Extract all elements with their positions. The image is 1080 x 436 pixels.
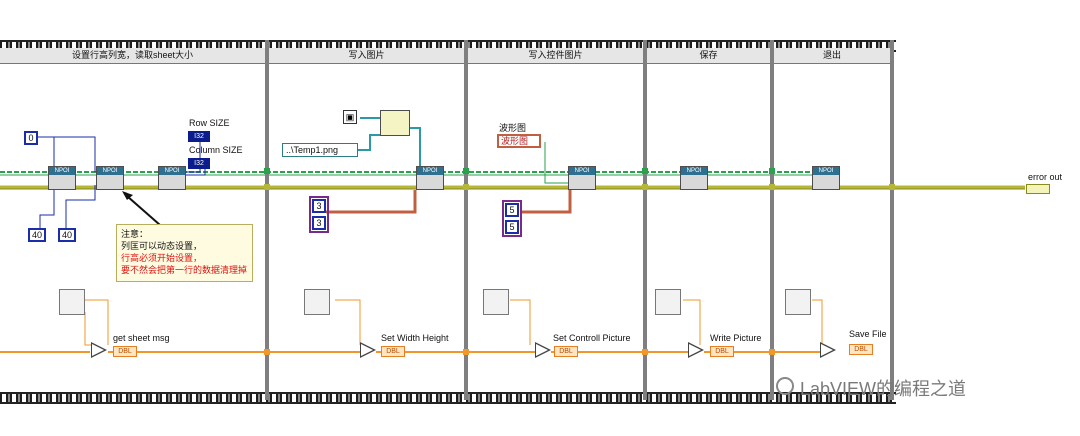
- timer-label-4: Write Picture: [710, 333, 762, 343]
- tunnel: [642, 349, 648, 355]
- note-line-4: 要不然会把第一行的数据清理掉: [121, 265, 248, 275]
- npoi-close-node[interactable]: NPOI: [812, 166, 840, 190]
- timer-label-1: get sheet msg: [113, 333, 170, 343]
- frame-bottom-border: [0, 392, 896, 404]
- frame-divider-1: [265, 40, 269, 400]
- numeric-constant-three-a[interactable]: 3: [312, 199, 326, 213]
- numeric-constant-zero[interactable]: 0: [24, 131, 38, 145]
- frame-divider-3: [643, 40, 647, 400]
- frame-header-5[interactable]: 退出: [774, 48, 890, 64]
- tunnel: [642, 168, 648, 174]
- npoi-save-file-node[interactable]: NPOI: [680, 166, 708, 190]
- npoi-set-column-width-node[interactable]: NPOI: [48, 166, 76, 190]
- frame-divider-5: [890, 40, 894, 400]
- frame-header-3[interactable]: 写入控件图片: [468, 48, 643, 64]
- stopwatch-icon[interactable]: [655, 289, 681, 315]
- dbl-indicator-2[interactable]: DBL: [381, 346, 405, 357]
- file-constant-icon[interactable]: ▣: [343, 110, 357, 124]
- note-line-2: 列匡可以动态设置，: [121, 241, 203, 251]
- numeric-constant-forty-b[interactable]: 40: [58, 228, 76, 242]
- tunnel: [769, 184, 775, 190]
- tunnel: [889, 184, 895, 190]
- note-comment: 注意： 列匡可以动态设置， 行高必须开始设置， 要不然会把第一行的数据清理掉: [116, 224, 253, 282]
- row-size-label: Row SIZE: [189, 118, 230, 128]
- numeric-constant-forty-a[interactable]: 40: [28, 228, 46, 242]
- cluster-border: [502, 200, 522, 237]
- subtract-node[interactable]: [820, 342, 836, 358]
- error-out-label: error out: [1028, 172, 1063, 182]
- subtract-node[interactable]: [360, 342, 376, 358]
- stopwatch-icon[interactable]: [785, 289, 811, 315]
- dbl-indicator-4[interactable]: DBL: [710, 346, 734, 357]
- node-tag: NPOI: [813, 167, 839, 175]
- tunnel: [642, 184, 648, 190]
- npoi-get-sheet-size-node[interactable]: NPOI: [158, 166, 186, 190]
- dbl-indicator-3[interactable]: DBL: [554, 346, 578, 357]
- waveform-reference[interactable]: 波形图: [497, 134, 541, 148]
- node-tag: NPOI: [681, 167, 707, 175]
- numeric-constant-five-a[interactable]: 5: [505, 203, 519, 217]
- timer-label-2: Set Width Height: [381, 333, 449, 343]
- column-size-label: Column SIZE: [189, 145, 243, 155]
- npoi-write-picture-node[interactable]: NPOI: [416, 166, 444, 190]
- tunnel: [264, 349, 270, 355]
- dbl-indicator-5[interactable]: DBL: [849, 344, 873, 355]
- watermark-text: LabVIEW的编程之道: [800, 379, 967, 399]
- wechat-icon: [776, 377, 794, 395]
- npoi-set-row-height-node[interactable]: NPOI: [96, 166, 124, 190]
- note-line-1: 注意：: [121, 229, 149, 239]
- row-size-indicator[interactable]: I32: [188, 131, 210, 142]
- stopwatch-icon[interactable]: [304, 289, 330, 315]
- tunnel: [264, 168, 270, 174]
- tunnel: [463, 349, 469, 355]
- frame-header-1[interactable]: 设置行高列宽，读取sheet大小: [0, 48, 265, 64]
- stopwatch-icon[interactable]: [483, 289, 509, 315]
- subtract-node[interactable]: [535, 342, 551, 358]
- npoi-set-control-picture-node[interactable]: NPOI: [568, 166, 596, 190]
- cluster-border: [309, 196, 329, 233]
- stopwatch-icon[interactable]: [59, 289, 85, 315]
- path-constant[interactable]: ..\Temp1.png: [282, 143, 358, 157]
- timer-label-5: Save File: [849, 329, 887, 339]
- subtract-node[interactable]: [688, 342, 704, 358]
- frame-header-2[interactable]: 写入图片: [269, 48, 464, 64]
- note-line-3: 行高必须开始设置，: [121, 253, 203, 263]
- dbl-indicator-1[interactable]: DBL: [113, 346, 137, 357]
- node-tag: NPOI: [159, 167, 185, 175]
- tunnel: [463, 168, 469, 174]
- numeric-constant-five-b[interactable]: 5: [505, 220, 519, 234]
- node-tag: NPOI: [49, 167, 75, 175]
- column-size-indicator[interactable]: I32: [188, 158, 210, 169]
- frame-header-4[interactable]: 保存: [647, 48, 770, 64]
- timer-label-3: Set Controll Picture: [553, 333, 631, 343]
- numeric-constant-three-b[interactable]: 3: [312, 216, 326, 230]
- tunnel: [463, 184, 469, 190]
- node-tag: NPOI: [97, 167, 123, 175]
- build-path-node[interactable]: [380, 110, 410, 136]
- waveform-label: 波形图: [499, 123, 527, 133]
- node-tag: NPOI: [417, 167, 443, 175]
- subtract-node[interactable]: [91, 342, 107, 358]
- frame-divider-2: [464, 40, 468, 400]
- error-out-indicator[interactable]: [1026, 184, 1050, 194]
- tunnel: [264, 184, 270, 190]
- tunnel: [769, 168, 775, 174]
- tunnel: [769, 349, 775, 355]
- node-tag: NPOI: [569, 167, 595, 175]
- frame-divider-4: [770, 40, 774, 400]
